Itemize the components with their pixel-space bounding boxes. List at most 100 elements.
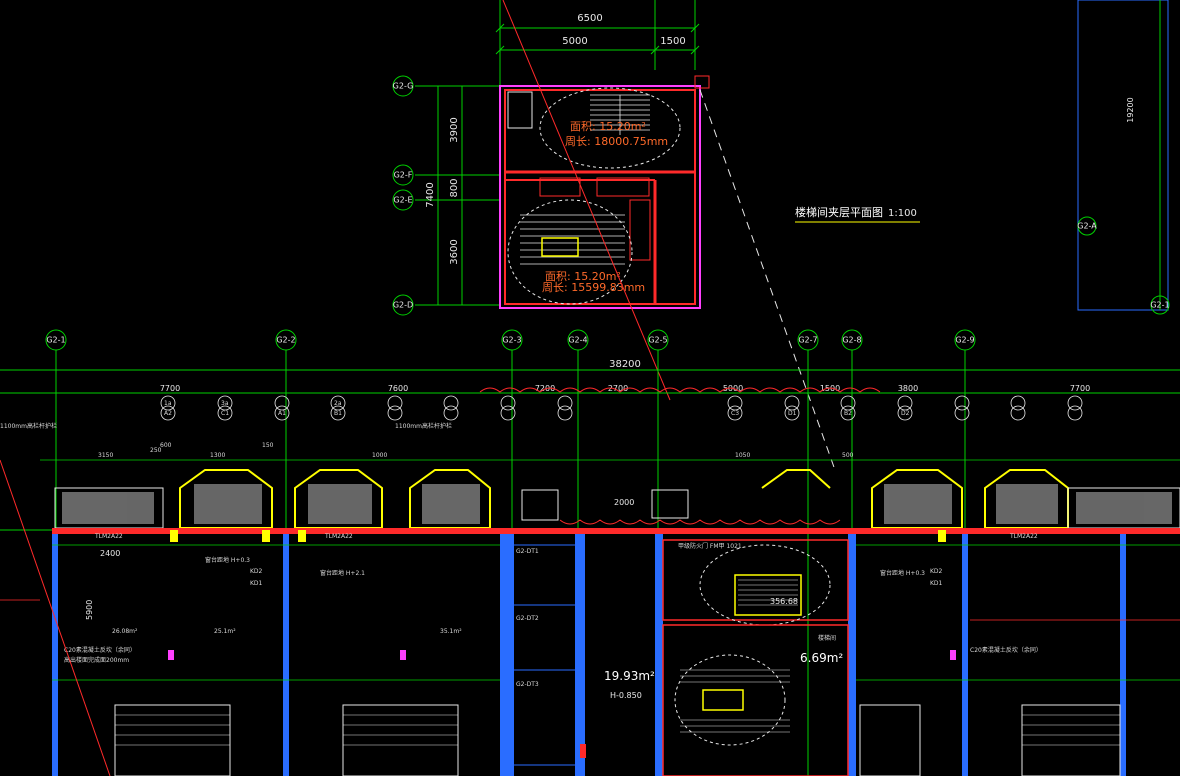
revision-cloud bbox=[479, 387, 881, 525]
win-tag-d2: D2 bbox=[901, 410, 910, 417]
win-tag-c3: C3 bbox=[731, 410, 739, 417]
area-room-3: 35.1m² bbox=[440, 628, 462, 635]
door-tag-kd1: KD1 bbox=[250, 580, 263, 587]
win-tag-b2: B2 bbox=[844, 410, 852, 417]
grid-label-g2-f: G2-F bbox=[394, 171, 413, 180]
left-dimension-chain bbox=[415, 85, 500, 306]
stair-well-opening bbox=[541, 237, 579, 257]
bal-dim-2000: 2000 bbox=[614, 498, 634, 507]
bal-dim-500: 500 bbox=[842, 452, 854, 459]
win-tag-d1: D1 bbox=[788, 410, 797, 417]
grid-g2-9: G2-9 bbox=[955, 336, 974, 345]
dim-7400: 7400 bbox=[425, 182, 436, 207]
win-tag-3a: 3a bbox=[221, 400, 229, 407]
bay-dim-8: 7700 bbox=[1070, 384, 1090, 393]
win-tag-c1: C1 bbox=[221, 410, 229, 417]
area-stair: 356.68 bbox=[770, 597, 798, 606]
red-marker bbox=[580, 744, 586, 758]
area-lobby: 19.93m² bbox=[604, 669, 655, 683]
view-title-block: 楼梯间夹层平面图 1:100 bbox=[795, 205, 920, 223]
detail-leader-line bbox=[699, 89, 836, 471]
dim-3600: 3600 bbox=[449, 239, 460, 264]
ref-tag-3: TLM2A22 bbox=[1009, 533, 1038, 540]
grid-g2-7: G2-7 bbox=[798, 336, 817, 345]
reference-diagonal bbox=[502, 0, 671, 401]
grid-label-g2-d: G2-D bbox=[393, 301, 413, 310]
bal-dim-1000: 1000 bbox=[372, 452, 387, 459]
dim-room-2400: 2400 bbox=[100, 549, 120, 558]
dim-span-5000: 5000 bbox=[562, 36, 587, 47]
balcony-hatch bbox=[62, 484, 1172, 524]
door-tag-kd2: KD2 bbox=[250, 568, 263, 575]
bay-dim-7: 3800 bbox=[898, 384, 918, 393]
stair-flight-upper bbox=[590, 94, 650, 135]
door-tag-kd2-right: KD2 bbox=[930, 568, 943, 575]
grid-g2-5: G2-5 bbox=[648, 336, 667, 345]
win-tag-a2: A2 bbox=[164, 410, 172, 417]
win-tag-1a: 1a bbox=[164, 400, 172, 407]
stair-tag: 楼梯间 bbox=[818, 634, 836, 642]
bay-dim-4: 2700 bbox=[608, 384, 628, 393]
door-tag-kd1-right: KD1 bbox=[930, 580, 943, 587]
window-tag-row bbox=[160, 395, 1083, 421]
stair-swing-lower bbox=[507, 199, 633, 305]
grid-g2-2: G2-2 bbox=[276, 336, 295, 345]
note-window-2: 窗台距地 H+2.1 bbox=[320, 569, 365, 577]
dim-total-6500: 6500 bbox=[577, 13, 602, 24]
stair-walls bbox=[499, 75, 710, 309]
top-dimension-chain bbox=[495, 0, 700, 90]
grid-g2-1: G2-1 bbox=[46, 336, 65, 345]
shaft-tag-3: G2-DT3 bbox=[516, 681, 539, 688]
stair-area-upper: 面积: 15.20m² bbox=[570, 120, 646, 133]
bottom-window-mullions bbox=[115, 714, 1120, 746]
stair-perimeter-lower: 周长: 15599.83mm bbox=[542, 281, 645, 294]
area-room-1: 26.08m² bbox=[112, 628, 138, 635]
bay-dim-1: 7700 bbox=[160, 384, 180, 393]
bal-dim-3150: 3150 bbox=[98, 452, 113, 459]
door-note: 甲级防火门 FM甲 1021 bbox=[678, 542, 742, 550]
win-tag-2a: 2a bbox=[334, 400, 342, 407]
bal-dim-1050: 1050 bbox=[735, 452, 750, 459]
win-tag-b1: B1 bbox=[334, 410, 342, 417]
grid-g2-8: G2-8 bbox=[842, 336, 861, 345]
dim-room-5900: 5900 bbox=[85, 600, 94, 620]
main-stair-core bbox=[511, 539, 849, 776]
view-title: 楼梯间夹层平面图 bbox=[795, 205, 883, 219]
column-grid-lines bbox=[0, 350, 1180, 776]
dim-3900: 3900 bbox=[449, 117, 460, 142]
dim-800: 800 bbox=[449, 178, 460, 197]
right-partial-view bbox=[1077, 0, 1170, 315]
stair-mezzanine-plan: 6500 5000 1500 3900 800 3600 7400 G2-G G… bbox=[392, 0, 836, 471]
dim-19200: 19200 bbox=[1126, 97, 1135, 122]
stair-grid-bubbles bbox=[392, 75, 414, 316]
ref-tag-2: TLM2A22 bbox=[324, 533, 353, 540]
bay-dim-2: 7600 bbox=[388, 384, 408, 393]
area-room-2: 25.1m² bbox=[214, 628, 236, 635]
elevation-label: H-0.850 bbox=[610, 691, 642, 700]
note-rail-mid: 1100mm高栏杆护栏 bbox=[395, 422, 452, 430]
grid-g2-3: G2-3 bbox=[502, 336, 521, 345]
note-rail: 1100mm高栏杆护栏 bbox=[0, 422, 57, 430]
room-lines bbox=[0, 544, 1180, 681]
bal-dim-150: 150 bbox=[262, 442, 274, 449]
grid-g2-4: G2-4 bbox=[568, 336, 587, 345]
view-scale: 1:100 bbox=[888, 208, 917, 219]
bal-dim-1300: 1300 bbox=[210, 452, 225, 459]
grid-label-g2-e: G2-E bbox=[393, 196, 412, 205]
stair-treads-main bbox=[680, 579, 798, 733]
note-window: 窗台距地 H+0.3 bbox=[205, 556, 250, 564]
balcony-dimension-row: 3150 600 1300 1000 1050 150 500 2000 250 bbox=[40, 442, 1180, 507]
bal-dim-600: 600 bbox=[160, 442, 172, 449]
ref-tag-1: TLM2A22 bbox=[94, 533, 123, 540]
grid-label-g2-g: G2-G bbox=[393, 82, 414, 91]
area-stair-lobby: 6.69m² bbox=[800, 651, 843, 665]
shaft-tag-1: G2-DT1 bbox=[516, 548, 539, 555]
win-tag-a1: A1 bbox=[278, 410, 286, 417]
stair-perimeter-upper: 周长: 18000.75mm bbox=[565, 135, 668, 148]
bottom-windows bbox=[114, 704, 1121, 776]
note-cut: C20素混凝土反坎（余同） bbox=[64, 646, 136, 654]
note-window-3: 窗台距地 H+0.3 bbox=[880, 569, 925, 577]
grid-label-g2-1-right: G2-1 bbox=[1150, 301, 1169, 310]
grid-label-g2-a: G2-A bbox=[1077, 222, 1097, 231]
